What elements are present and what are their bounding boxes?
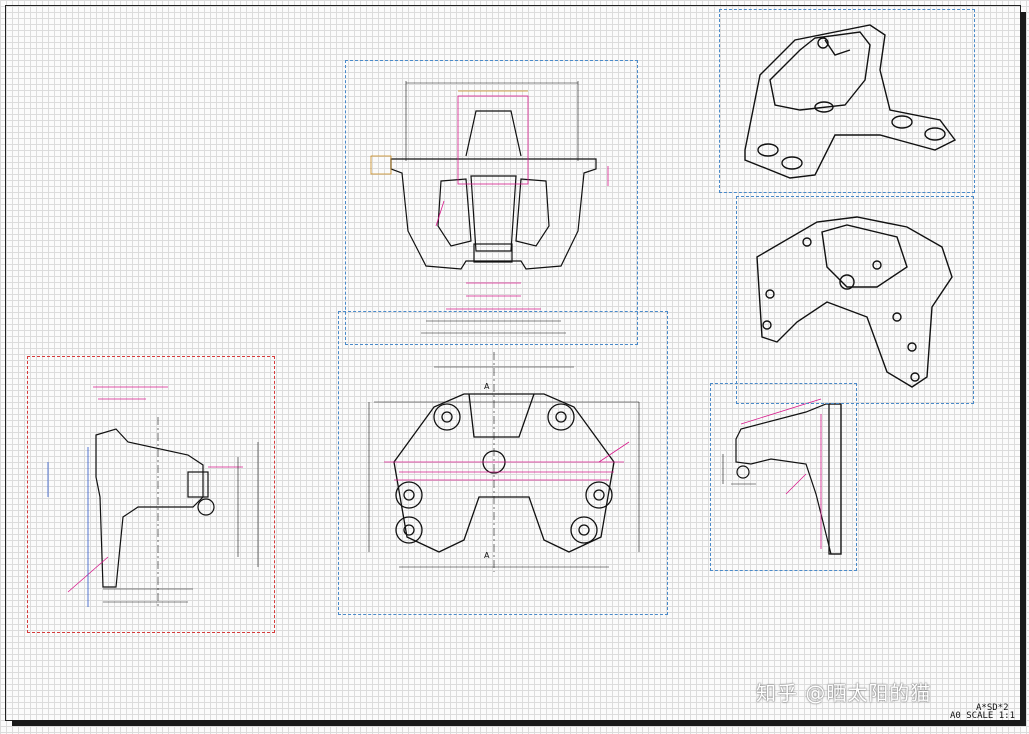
title-block-scale: A0 SCALE 1:1 (950, 711, 1016, 721)
side-section-view[interactable] (27, 356, 275, 633)
top-view[interactable]: A A (338, 311, 668, 615)
isometric-1-drawing (744, 24, 957, 179)
front-view[interactable] (345, 60, 638, 345)
isometric-2-drawing (756, 216, 953, 388)
watermark: 知乎 @晒太阳的猫 (756, 681, 932, 705)
side-section-drawing (47, 386, 259, 607)
section-label-bottom: A (484, 551, 490, 560)
top-view-drawing: A A (368, 352, 640, 572)
right-side-drawing (722, 398, 842, 555)
sheet-shadow-right (1020, 12, 1026, 726)
isometric-view-1[interactable] (719, 9, 975, 193)
right-side-view[interactable] (710, 383, 857, 571)
section-label-top: A (484, 382, 490, 391)
sheet-shadow-bottom (12, 720, 1026, 726)
front-view-drawing (370, 81, 609, 334)
isometric-view-2[interactable] (736, 196, 974, 404)
title-block-number: A*SD*2 (976, 703, 1009, 713)
